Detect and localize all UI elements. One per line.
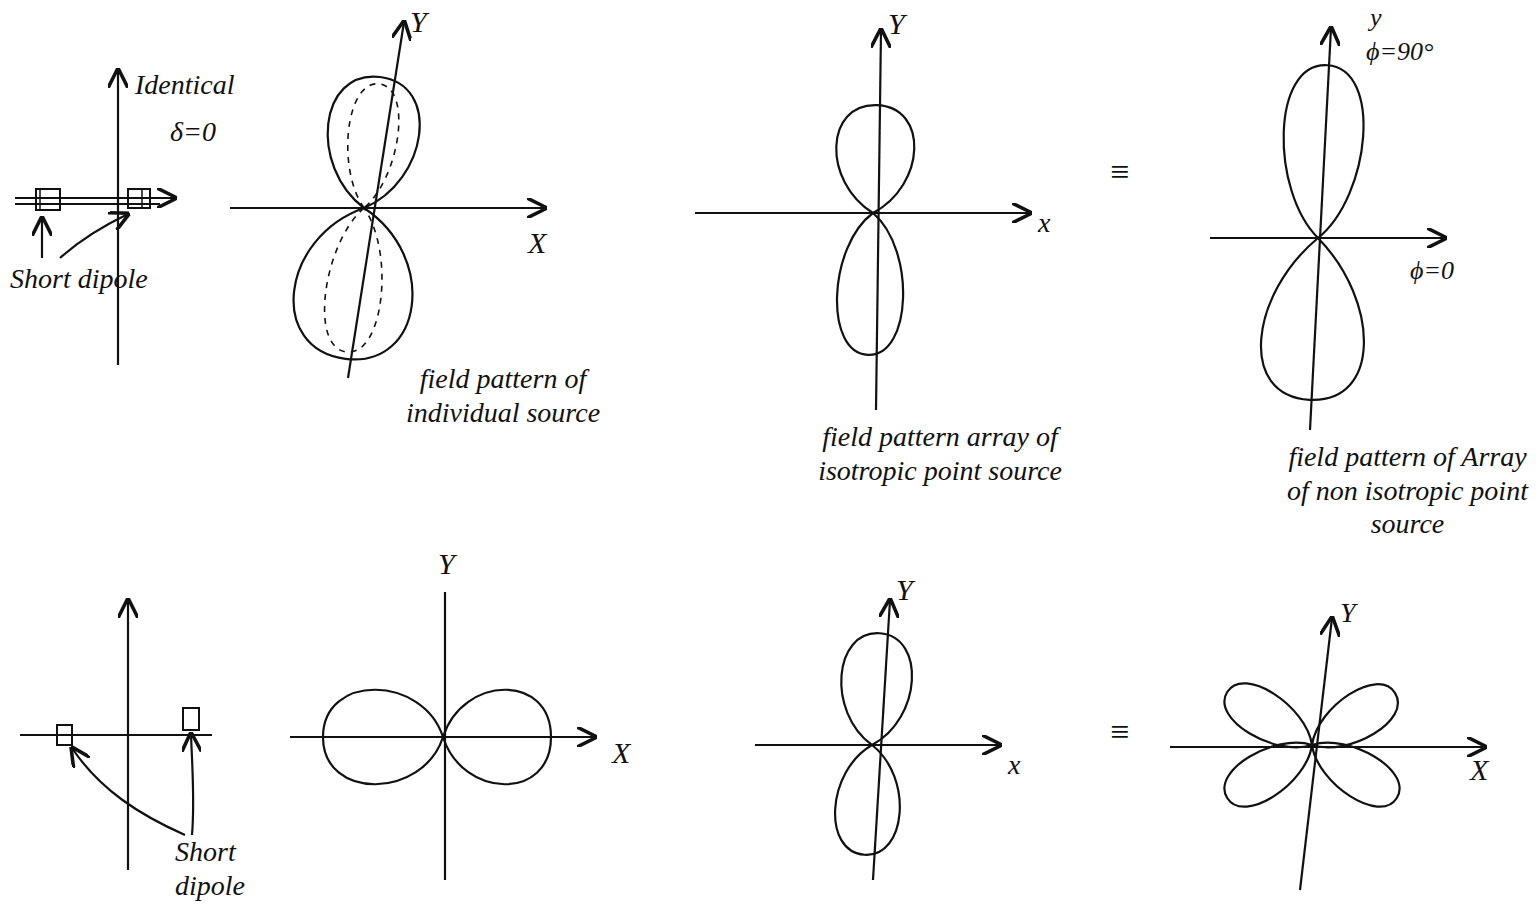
angle-label: ϕ=0 <box>1410 255 1454 286</box>
pattern-caption: field pattern array of isotropic point s… <box>795 420 1085 487</box>
pattern-caption: field pattern of Array of non isotropic … <box>1285 440 1530 541</box>
individual-source-pattern <box>230 22 545 378</box>
axis-label: y <box>1370 2 1382 33</box>
axis-label: X <box>528 225 546 261</box>
axis-label: X <box>612 735 630 771</box>
axis-label: x <box>1038 206 1050 240</box>
individual-source-pattern <box>290 592 595 880</box>
part-name: Short dipole <box>10 262 210 296</box>
pattern-caption: field pattern of individual source <box>378 362 628 429</box>
isotropic-array-pattern <box>755 600 1000 880</box>
isotropic-array-pattern <box>695 30 1030 410</box>
equivalence-sign: ≡ <box>1108 712 1131 753</box>
non-isotropic-array-pattern <box>1210 28 1445 430</box>
equivalence-sign: ≡ <box>1108 152 1131 193</box>
angle-label: ϕ=90° <box>1366 36 1433 67</box>
dipole-array-sketch <box>15 70 175 365</box>
axis-label: Y <box>410 4 427 40</box>
dipole-array-sketch <box>20 600 212 870</box>
axis-label: Y <box>438 546 455 582</box>
axis-label: X <box>1470 752 1488 788</box>
parameter: δ=0 <box>170 115 216 149</box>
part-name: Short dipole <box>175 835 275 902</box>
note: Identical <box>135 68 235 102</box>
non-isotropic-array-pattern <box>1170 618 1485 890</box>
axis-label: x <box>1008 748 1020 782</box>
axis-label: Y <box>1340 596 1356 630</box>
axis-label: Y <box>896 572 913 608</box>
axis-label: Y <box>888 6 905 42</box>
